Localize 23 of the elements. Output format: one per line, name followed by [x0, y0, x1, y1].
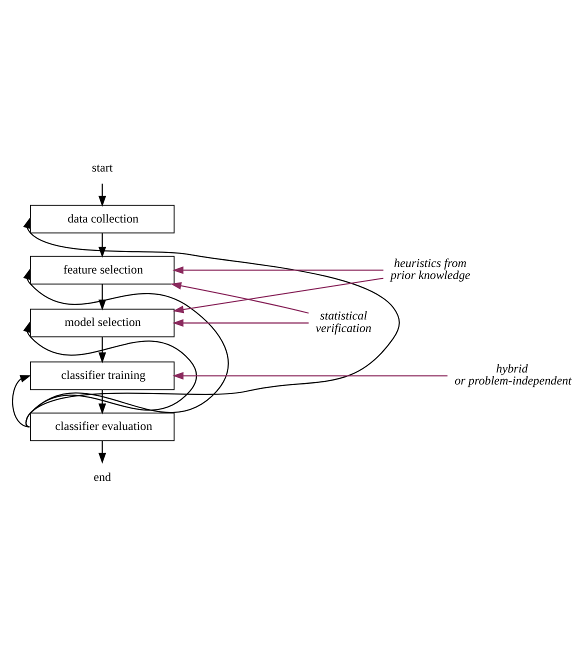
node-box: feature selection: [30, 255, 175, 284]
arrow: [98, 389, 106, 414]
node-text: heuristics from prior knowledge: [390, 255, 470, 282]
node-box: data collection: [30, 204, 175, 233]
arrow: [98, 183, 106, 206]
node-box: classifier training: [30, 361, 175, 390]
node-text: start: [92, 160, 113, 174]
arrow: [172, 318, 309, 326]
arrow: [23, 268, 229, 427]
arrow: [98, 440, 106, 464]
arrow: [23, 217, 400, 427]
node-box: classifier evaluation: [30, 412, 175, 441]
node-text: statistical verification: [316, 308, 372, 334]
arrow: [172, 266, 384, 274]
node-text: end: [94, 470, 112, 484]
node-text: hybrid or problem-independent: [454, 361, 572, 388]
node-box: model selection: [30, 308, 175, 337]
arrow: [170, 282, 309, 314]
arrow: [23, 320, 197, 427]
arrow: [12, 374, 32, 427]
arrow: [98, 336, 106, 363]
arrow: [172, 277, 384, 313]
arrow: [172, 371, 448, 380]
